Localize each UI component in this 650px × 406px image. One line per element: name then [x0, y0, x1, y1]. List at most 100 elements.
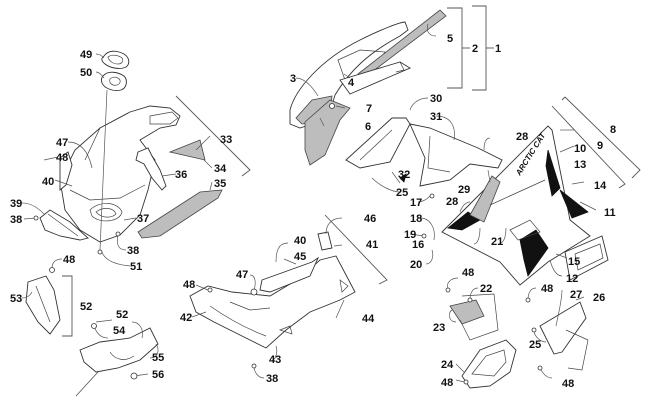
- callout-16[interactable]: 16: [412, 239, 424, 251]
- callout-25-center[interactable]: 25: [396, 187, 408, 199]
- callout-28-lower[interactable]: 28: [446, 196, 458, 208]
- callout-17[interactable]: 17: [410, 197, 422, 209]
- callout-32[interactable]: 32: [398, 169, 410, 181]
- callout-56[interactable]: 56: [152, 369, 164, 381]
- rivet-icon: [429, 193, 435, 199]
- side-vent-panel-32[interactable]: [345, 117, 411, 169]
- callout-34[interactable]: 34: [214, 163, 227, 175]
- callout-53[interactable]: 53: [10, 293, 22, 305]
- callout-48-right-b[interactable]: 48: [441, 377, 453, 389]
- callout-38-mid[interactable]: 38: [127, 245, 139, 257]
- upper-console-panel[interactable]: [59, 105, 181, 243]
- callout-54[interactable]: 54: [113, 325, 126, 337]
- trim-strip-45[interactable]: [259, 256, 320, 293]
- callout-51[interactable]: 51: [130, 261, 142, 273]
- callout-14[interactable]: 14: [594, 180, 607, 192]
- callout-45[interactable]: 45: [294, 251, 306, 263]
- callout-50[interactable]: 50: [80, 67, 92, 79]
- callout-1[interactable]: 1: [495, 43, 501, 55]
- side-panel-31[interactable]: [409, 123, 503, 187]
- callout-35[interactable]: 35: [214, 178, 226, 190]
- callout-18[interactable]: 18: [410, 213, 422, 225]
- mesh-panel-35[interactable]: [137, 189, 223, 239]
- rivet-icon: [49, 267, 55, 273]
- callout-48-bottom-left[interactable]: 48: [63, 254, 75, 266]
- side-panel-26[interactable]: [539, 301, 589, 371]
- callout-21[interactable]: 21: [491, 236, 503, 248]
- gasket-50[interactable]: [100, 71, 127, 91]
- hood-bracket-6-7[interactable]: [339, 61, 411, 95]
- side-cover-52[interactable]: [75, 327, 159, 397]
- callout-29[interactable]: 29: [458, 184, 470, 196]
- callout-22[interactable]: 22: [480, 283, 492, 295]
- side-cover-53[interactable]: [25, 275, 61, 335]
- callout-48-right-a[interactable]: 48: [462, 267, 474, 279]
- callout-36[interactable]: 36: [175, 169, 187, 181]
- side-bracket-40[interactable]: [59, 151, 73, 191]
- callout-40-center[interactable]: 40: [294, 235, 306, 247]
- screw-icon: [467, 297, 473, 303]
- callout-15[interactable]: 15: [568, 256, 580, 268]
- nut-icon: [130, 372, 138, 380]
- callout-48-right-c[interactable]: 48: [541, 283, 553, 295]
- callout-44[interactable]: 44: [362, 313, 375, 325]
- mesh-panel-34[interactable]: [168, 139, 206, 161]
- callout-12[interactable]: 12: [566, 273, 578, 285]
- callout-47-left[interactable]: 47: [56, 137, 68, 149]
- callout-42[interactable]: 42: [180, 312, 192, 324]
- callout-49[interactable]: 49: [80, 49, 92, 61]
- callout-30[interactable]: 30: [430, 93, 442, 105]
- callout-23[interactable]: 23: [433, 322, 445, 334]
- bracket-36[interactable]: [135, 147, 167, 191]
- belly-pan[interactable]: [189, 255, 356, 349]
- callout-55[interactable]: 55: [152, 352, 164, 364]
- clip-icon: [399, 173, 407, 183]
- callout-40-left[interactable]: 40: [42, 176, 54, 188]
- callout-4[interactable]: 4: [348, 77, 355, 89]
- gasket-49[interactable]: [101, 50, 130, 69]
- callout-25-bottom[interactable]: 25: [529, 339, 541, 351]
- grille-23[interactable]: [449, 293, 499, 341]
- callout-31[interactable]: 31: [430, 111, 442, 123]
- callout-47-center[interactable]: 47: [236, 269, 248, 281]
- side-grille-27[interactable]: [564, 235, 609, 281]
- callout-43[interactable]: 43: [269, 354, 281, 366]
- callout-6[interactable]: 6: [365, 121, 371, 133]
- callout-labels: 1 2 3 4 5 6 7 8 9 10 11 12 13 14 15 16 1…: [10, 33, 616, 390]
- callout-19[interactable]: 19: [404, 229, 416, 241]
- callout-7[interactable]: 7: [366, 103, 372, 115]
- callout-48-center[interactable]: 48: [183, 279, 195, 291]
- callout-10[interactable]: 10: [574, 143, 586, 155]
- rivet-icon: [525, 297, 531, 303]
- callout-48-right-d[interactable]: 48: [562, 378, 574, 390]
- callout-39[interactable]: 39: [10, 198, 22, 210]
- callout-38-left[interactable]: 38: [10, 214, 22, 226]
- rivet-icon: [207, 287, 213, 293]
- callout-20[interactable]: 20: [410, 259, 422, 271]
- bracket-46[interactable]: [317, 231, 333, 251]
- callout-8[interactable]: 8: [610, 124, 616, 136]
- duct-24[interactable]: [461, 339, 517, 389]
- callout-24[interactable]: 24: [441, 359, 454, 371]
- nose-panel-assembly[interactable]: ARCTIC CAT: [441, 125, 591, 286]
- callout-48-left[interactable]: 48: [56, 152, 68, 164]
- callout-46[interactable]: 46: [364, 213, 376, 225]
- callout-52-bracket[interactable]: 52: [80, 301, 92, 313]
- callout-5[interactable]: 5: [447, 33, 453, 45]
- lower-air-deflector[interactable]: [39, 209, 89, 241]
- callout-41[interactable]: 41: [366, 239, 378, 251]
- callout-9[interactable]: 9: [597, 140, 603, 152]
- callout-11[interactable]: 11: [604, 207, 616, 219]
- callout-52-lower[interactable]: 52: [116, 309, 128, 321]
- bracket-lines: [62, 5, 641, 337]
- callout-13[interactable]: 13: [574, 159, 586, 171]
- callout-3[interactable]: 3: [290, 73, 296, 85]
- callout-28-top[interactable]: 28: [516, 131, 528, 143]
- callout-38-bottom[interactable]: 38: [266, 373, 278, 385]
- screw-icon: [33, 215, 39, 221]
- callout-27[interactable]: 27: [570, 289, 582, 301]
- callout-26[interactable]: 26: [593, 292, 605, 304]
- callout-2[interactable]: 2: [472, 43, 478, 55]
- callout-37[interactable]: 37: [137, 213, 149, 225]
- callout-33[interactable]: 33: [220, 134, 232, 146]
